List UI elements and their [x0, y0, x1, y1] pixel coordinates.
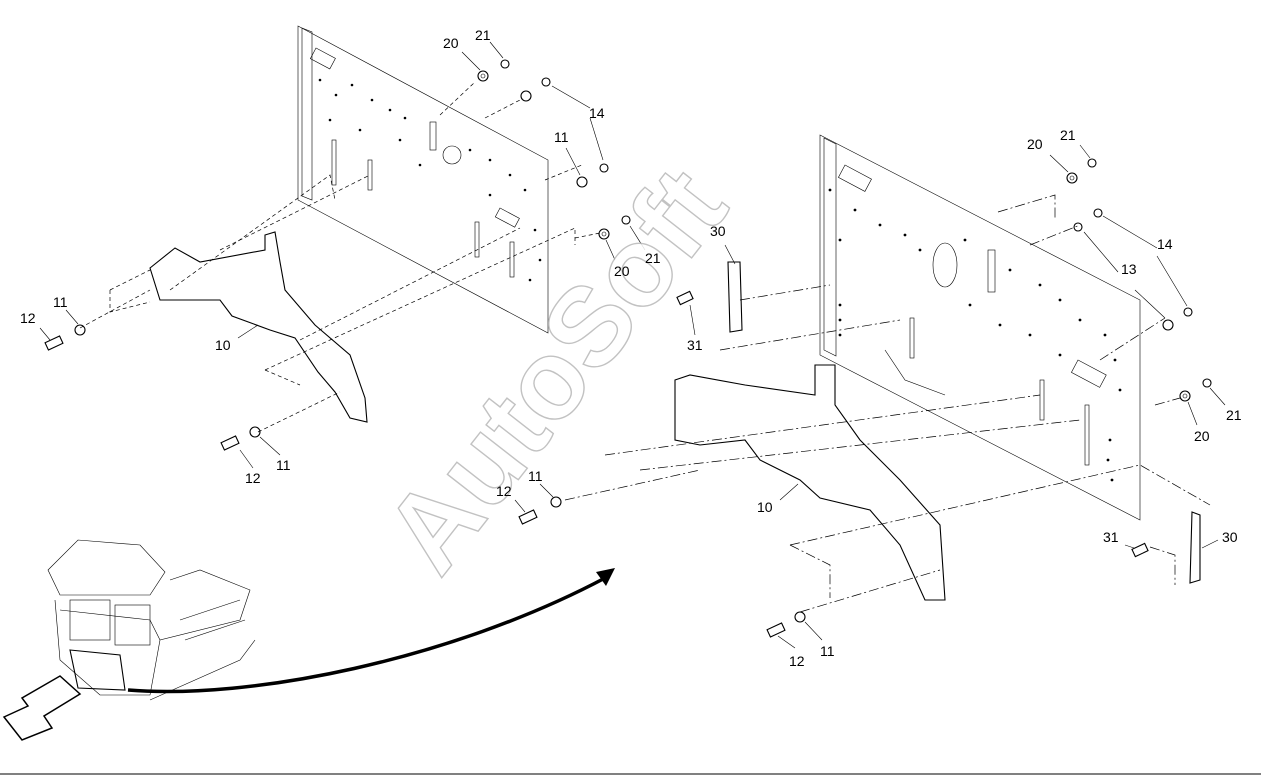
callout-11: 11 [528, 468, 543, 484]
left-bracket-10 [149, 231, 368, 423]
right-projection-lines [564, 194, 1211, 613]
curved-arrow [127, 576, 606, 694]
callout-11: 11 [53, 294, 68, 310]
callout-21: 21 [1226, 407, 1242, 423]
callout-21: 21 [645, 250, 661, 266]
callout-10: 10 [215, 337, 231, 353]
callout-31: 31 [687, 337, 703, 353]
right-mounting-plate [819, 134, 1141, 521]
right-holder-30 [727, 261, 1201, 584]
callout-14: 14 [1157, 236, 1173, 252]
curved-arrow-head [596, 568, 615, 586]
callout-13: 13 [1121, 261, 1137, 277]
watermark: AutoSoft [360, 145, 750, 594]
callout-20: 20 [614, 263, 630, 279]
callout-11: 11 [276, 457, 291, 473]
right-fasteners [518, 158, 1212, 638]
machine-overview-illustration [47, 539, 256, 701]
callout-14: 14 [589, 105, 605, 121]
pointer-arrow-outline [2, 675, 82, 741]
callout-31: 31 [1103, 529, 1119, 545]
left-mounting-plate [297, 25, 549, 334]
callout-12: 12 [496, 483, 512, 499]
callout-20: 20 [443, 35, 459, 51]
callout-21: 21 [475, 27, 491, 43]
left-fasteners [44, 59, 631, 451]
callout-20: 20 [1194, 428, 1210, 444]
right-assembly [514, 134, 1226, 649]
left-leaders [39, 41, 646, 469]
callout-30: 30 [1222, 529, 1238, 545]
right-bracket-10 [674, 364, 946, 601]
right-leaders [514, 144, 1226, 649]
callout-11: 11 [820, 643, 835, 659]
callout-labels: 20 21 14 11 20 21 12 11 10 12 11 20 21 1… [20, 27, 1242, 669]
callout-12: 12 [789, 653, 805, 669]
callout-12: 12 [20, 310, 36, 326]
callout-30: 30 [710, 223, 726, 239]
left-projection-lines [79, 81, 601, 433]
callout-11: 11 [554, 129, 569, 145]
callout-21: 21 [1060, 127, 1076, 143]
callout-12: 12 [245, 470, 261, 486]
callout-20: 20 [1027, 136, 1043, 152]
left-assembly [39, 25, 646, 469]
callout-10: 10 [757, 499, 773, 515]
